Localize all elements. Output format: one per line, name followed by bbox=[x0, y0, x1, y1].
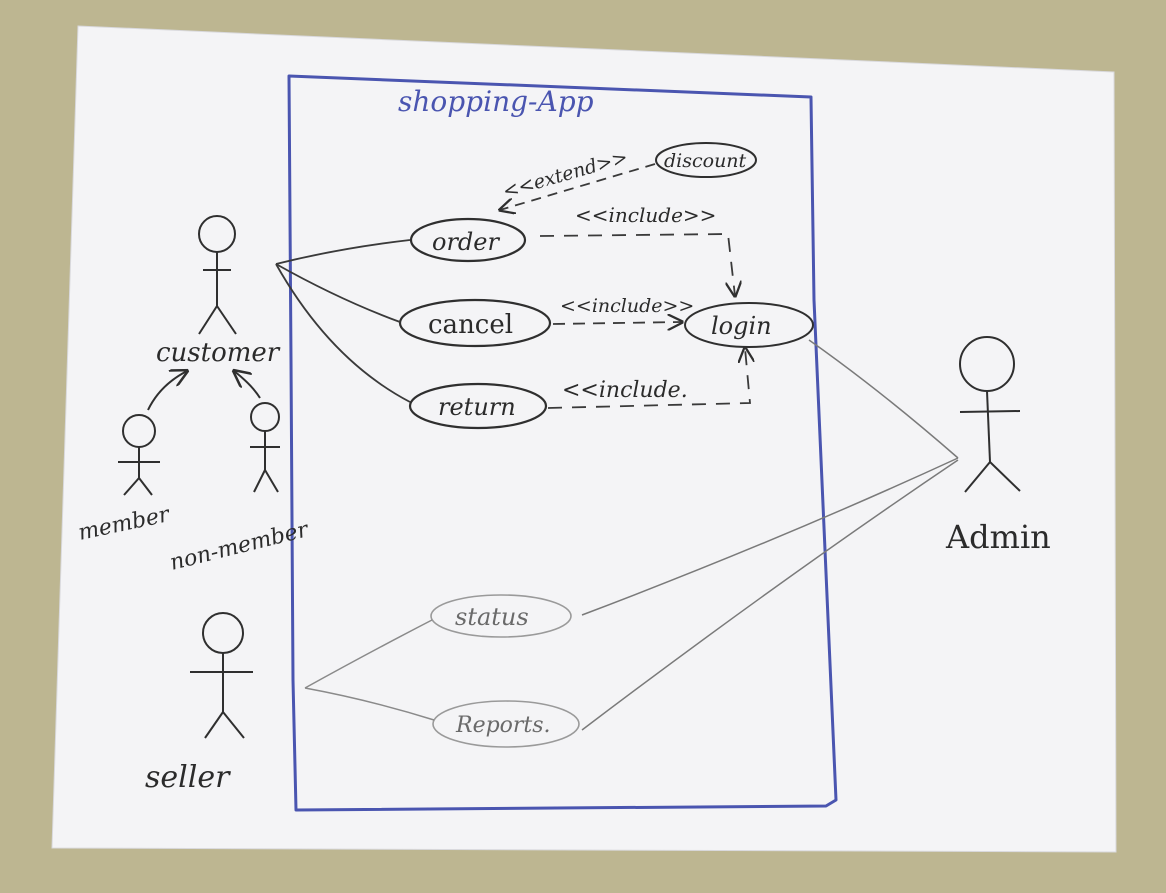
associations-admin bbox=[581, 339, 959, 731]
svg-text:return: return bbox=[438, 393, 516, 421]
system-title: shopping-App bbox=[398, 85, 594, 118]
actor-admin bbox=[959, 336, 1021, 493]
actor-seller-label: seller bbox=[145, 760, 231, 795]
use-case-status: status bbox=[430, 594, 572, 638]
include-return-label: <<include. bbox=[562, 378, 688, 403]
include-order-login bbox=[539, 233, 735, 296]
svg-text:cancel: cancel bbox=[428, 310, 513, 340]
svg-text:status: status bbox=[455, 603, 529, 631]
generalization-non-member-arrow bbox=[234, 371, 261, 399]
include-cancel-label: <<include>> bbox=[560, 295, 694, 317]
system-boundary bbox=[287, 74, 838, 812]
associations-seller bbox=[304, 619, 435, 721]
actor-seller bbox=[190, 612, 253, 739]
actor-customer bbox=[198, 215, 237, 335]
svg-text:Reports.: Reports. bbox=[455, 713, 551, 738]
actor-customer-label: customer bbox=[156, 338, 281, 368]
use-case-cancel: cancel bbox=[398, 298, 552, 348]
actor-non-member bbox=[250, 402, 280, 493]
use-case-reports: Reports. bbox=[432, 700, 580, 748]
paper-sheet bbox=[51, 25, 1117, 853]
include-cancel-login bbox=[552, 322, 682, 324]
use-case-discount: discount bbox=[655, 142, 757, 178]
extend-discount-order bbox=[500, 163, 656, 210]
use-case-login: login bbox=[684, 302, 814, 348]
associations-customer bbox=[275, 239, 411, 403]
actor-member bbox=[118, 414, 160, 496]
include-order-label: <<include>> bbox=[575, 203, 716, 227]
include-return-login bbox=[547, 348, 750, 409]
generalization-member-arrow bbox=[147, 371, 187, 411]
use-case-order: order bbox=[409, 217, 527, 263]
svg-text:order: order bbox=[432, 228, 500, 256]
svg-text:login: login bbox=[711, 312, 772, 340]
actor-admin-label: Admin bbox=[945, 518, 1051, 556]
use-case-return: return bbox=[408, 382, 548, 430]
svg-text:discount: discount bbox=[664, 150, 747, 172]
